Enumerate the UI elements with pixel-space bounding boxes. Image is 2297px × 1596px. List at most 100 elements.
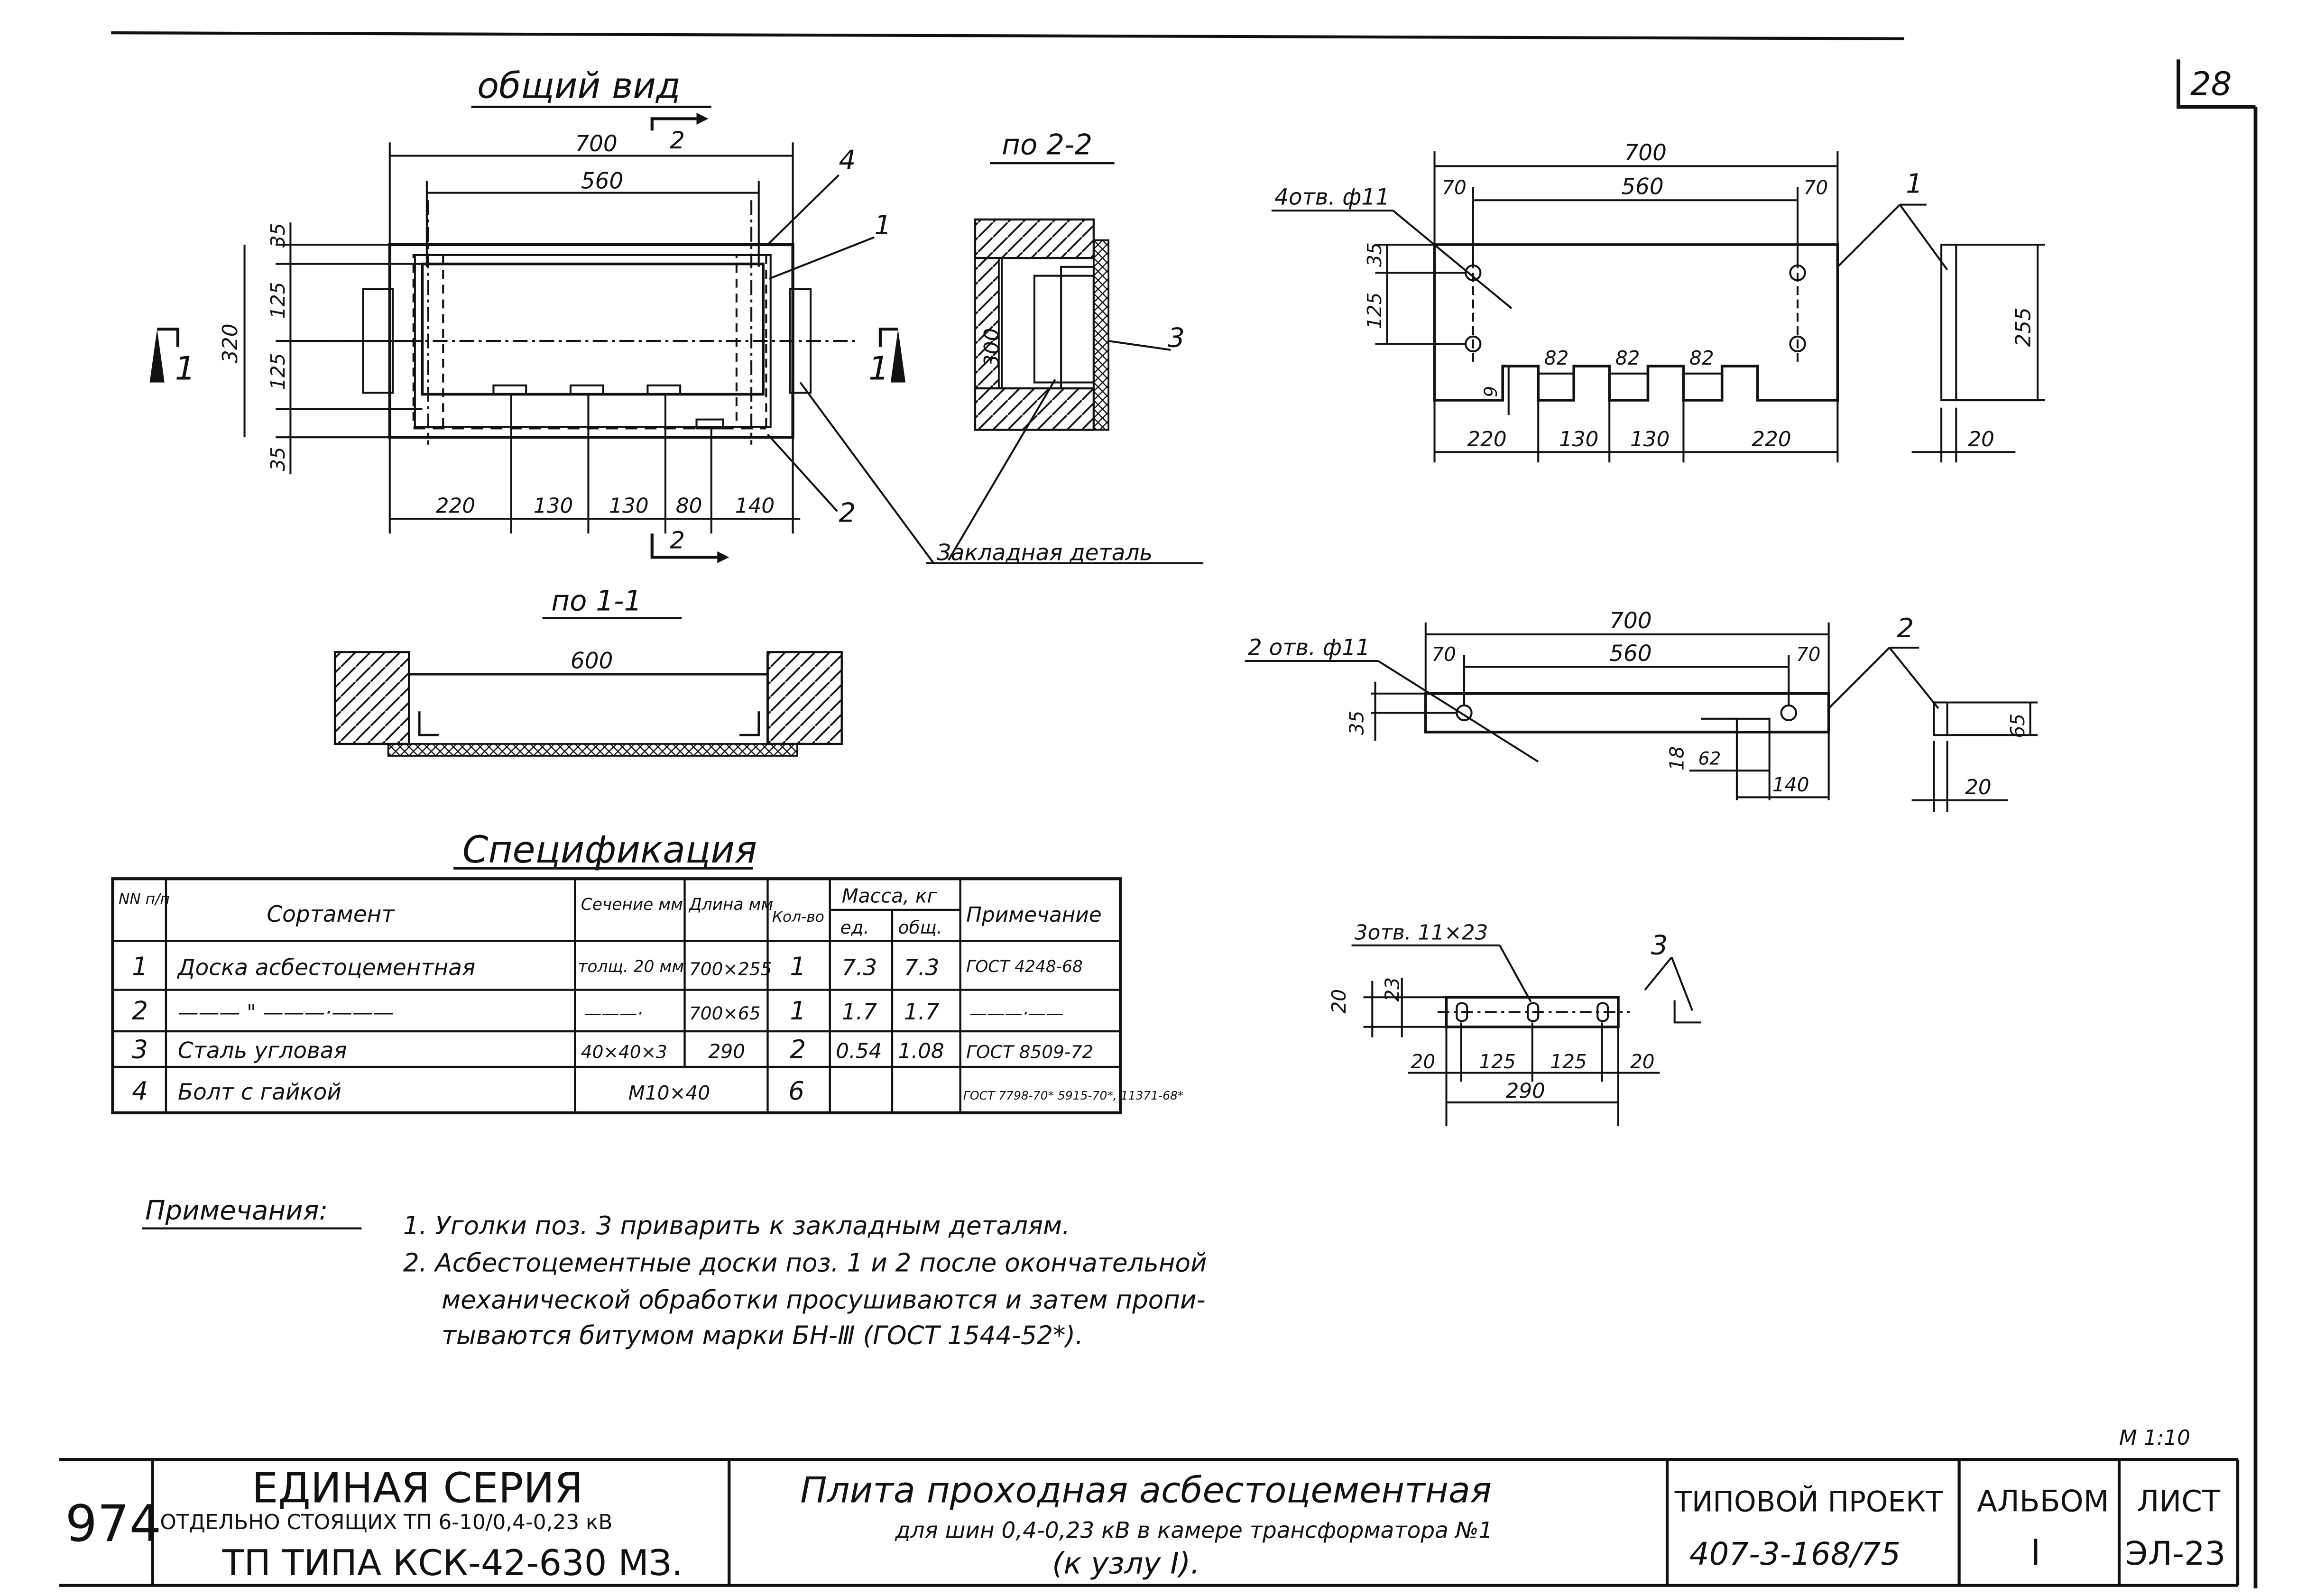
spec-header-mass-total: общ. bbox=[898, 917, 942, 938]
spec-cell-section: М10×40 bbox=[628, 1082, 710, 1104]
spec-cell-qty: 2 bbox=[790, 1035, 806, 1064]
specification: Спецификация NN п/п Сортамент Сечение мм… bbox=[111, 828, 1184, 1115]
part1-dim-560: 560 bbox=[1621, 174, 1663, 200]
spec-cell-note: ГОСТ 7798-70* 5915-70*, 11371-68* bbox=[963, 1089, 1184, 1102]
spec-cell-num: 3 bbox=[132, 1035, 148, 1064]
spec-cell-qty: 1 bbox=[790, 996, 806, 1026]
gv-dim-35-top: 35 bbox=[267, 223, 289, 248]
drawing-title: Плита проходная асбестоцементная bbox=[800, 1469, 1492, 1511]
section-2-2: по 2-2 300 3 bbox=[947, 128, 1185, 561]
note-line: 2. Асбестоцементные доски поз. 1 и 2 пос… bbox=[403, 1248, 1207, 1277]
project-label: ТИПОВОЙ ПРОЕКТ bbox=[1674, 1485, 1944, 1518]
section-1-1-dim-600: 600 bbox=[571, 649, 613, 674]
spec-cell-qty: 1 bbox=[790, 952, 806, 981]
spec-header-note: Примечание bbox=[966, 903, 1102, 927]
sheet-number: ЭЛ-23 bbox=[2125, 1535, 2226, 1573]
album-label: АЛЬБОМ bbox=[1977, 1484, 2109, 1518]
section-2-2-dim-300: 300 bbox=[980, 328, 1004, 367]
part1-dim-130-a: 130 bbox=[1559, 427, 1598, 451]
section-1-1-title: по 1-1 bbox=[551, 585, 642, 617]
part1-dim-9: 9 bbox=[1480, 386, 1501, 397]
part2-dim-62: 62 bbox=[1698, 748, 1721, 769]
part2-dim-70-right: 70 bbox=[1796, 643, 1821, 666]
note-line: механической обработки просушиваются и з… bbox=[442, 1285, 1206, 1314]
spec-header-section: Сечение мм bbox=[581, 895, 683, 914]
title-block: 974 ЕДИНАЯ СЕРИЯ ОТДЕЛЬНО СТОЯЩИХ ТП 6-1… bbox=[59, 1458, 2240, 1587]
gv-cut-mark-2-top: 2 bbox=[670, 127, 685, 154]
notes: Примечания: 1. Уголки поз. 3 приварить к… bbox=[142, 1195, 1207, 1350]
part2-dim-65: 65 bbox=[2006, 714, 2029, 738]
gv-cut-mark-1-right: 1 bbox=[868, 349, 889, 387]
spec-cell-mass-unit: 1.7 bbox=[842, 1000, 877, 1025]
part2-dim-18: 18 bbox=[1665, 746, 1688, 771]
spec-cell-num: 2 bbox=[132, 996, 148, 1026]
spec-header-num: NN п/п bbox=[119, 890, 170, 908]
drawing-subtitle: для шин 0,4-0,23 кВ в камере трансформат… bbox=[895, 1518, 1493, 1544]
part1-dim-125: 125 bbox=[1363, 293, 1386, 330]
part1-dim-82-b: 82 bbox=[1615, 347, 1640, 369]
spec-cell-note: ГОСТ 4248-68 bbox=[966, 957, 1083, 976]
part1-dim-700: 700 bbox=[1624, 140, 1666, 166]
spec-cell-name: ——— " ———·——— bbox=[178, 1000, 394, 1025]
part1-dim-70-left: 70 bbox=[1442, 176, 1467, 199]
gv-callout-1: 1 bbox=[874, 210, 891, 241]
section-2-2-title: по 2-2 bbox=[1002, 128, 1092, 161]
sheet-label: ЛИСТ bbox=[2137, 1484, 2221, 1518]
part2-dim-700: 700 bbox=[1609, 608, 1651, 634]
part3-dim-125-a: 125 bbox=[1479, 1050, 1516, 1073]
spec-cell-section: ———· bbox=[584, 1003, 643, 1024]
spec-cell-mass-total: 7.3 bbox=[904, 955, 940, 981]
spec-cell-length: 290 bbox=[709, 1040, 746, 1063]
part1-dim-35: 35 bbox=[1363, 242, 1386, 267]
part3-dim-20-right: 20 bbox=[1630, 1050, 1655, 1073]
general-view: общий вид bbox=[149, 65, 1204, 566]
part3-callout: 3 bbox=[1651, 930, 1668, 961]
spec-cell-qty: 6 bbox=[788, 1076, 804, 1106]
part3-dim-20-left: 20 bbox=[1411, 1050, 1436, 1073]
note-line: 1. Уголки поз. 3 приварить к закладным д… bbox=[403, 1211, 1070, 1240]
part2-dim-70-left: 70 bbox=[1431, 643, 1456, 666]
part1-dim-82-a: 82 bbox=[1544, 347, 1569, 369]
album-number: I bbox=[2030, 1532, 2041, 1573]
spec-row: 3 Сталь угловая 40×40×3 290 2 0.54 1.08 … bbox=[132, 1035, 1093, 1064]
spec-title: Спецификация bbox=[462, 828, 757, 871]
spec-cell-num: 1 bbox=[132, 952, 148, 981]
series-subtitle: ОТДЕЛЬНО СТОЯЩИХ ТП 6-10/0,4-0,23 кВ bbox=[160, 1510, 612, 1534]
sheet-frame bbox=[111, 31, 2258, 1588]
spec-row: 2 ——— " ———·——— ———· 700×65 1 1.7 1.7 ——… bbox=[132, 996, 1064, 1026]
part3-dim-23: 23 bbox=[1381, 977, 1404, 1002]
part-2-detail: 2 отв. ф11 700 560 70 70 35 18 62 140 65… bbox=[1245, 608, 2038, 812]
spec-cell-num: 4 bbox=[132, 1076, 148, 1106]
general-view-title: общий вид bbox=[477, 65, 681, 107]
spec-cell-length: 700×255 bbox=[689, 958, 772, 979]
section-2-2-callout-3: 3 bbox=[1168, 323, 1185, 354]
part2-dim-35: 35 bbox=[1346, 711, 1368, 735]
part2-holes-label: 2 отв. ф11 bbox=[1248, 635, 1370, 660]
part1-dim-220-right: 220 bbox=[1752, 427, 1791, 451]
part2-callout: 2 bbox=[1897, 613, 1914, 644]
gv-cut-mark-1-left: 1 bbox=[175, 349, 196, 387]
spec-cell-mass-unit: 0.54 bbox=[836, 1039, 882, 1063]
part2-dim-560: 560 bbox=[1609, 641, 1651, 667]
gv-callout-2: 2 bbox=[839, 497, 856, 528]
spec-cell-note: ———·—— bbox=[969, 1003, 1063, 1024]
gv-dim-220: 220 bbox=[436, 494, 475, 518]
spec-cell-length: 700×65 bbox=[689, 1003, 761, 1024]
part3-dim-290: 290 bbox=[1506, 1079, 1545, 1103]
spec-header-mass: Масса, кг bbox=[842, 884, 938, 907]
gv-dim-560: 560 bbox=[581, 168, 623, 194]
drawing-node: (к узлу I). bbox=[1052, 1546, 1200, 1581]
spec-cell-mass-total: 1.08 bbox=[898, 1039, 944, 1063]
part1-dim-255: 255 bbox=[2011, 307, 2036, 347]
gv-dim-125-b: 125 bbox=[267, 353, 289, 390]
spec-row: 1 Доска асбестоцементная толщ. 20 мм 700… bbox=[132, 952, 1083, 981]
gv-callout-4: 4 bbox=[839, 145, 856, 176]
spec-cell-section: толщ. 20 мм bbox=[578, 957, 684, 976]
section-1-1: по 1-1 600 bbox=[333, 585, 843, 757]
gv-dim-125-a: 125 bbox=[267, 282, 289, 319]
series-type: ТП ТИПА КСК-42-630 МЗ. bbox=[222, 1542, 683, 1584]
part3-dim-125-b: 125 bbox=[1550, 1050, 1587, 1073]
series-title: ЕДИНАЯ СЕРИЯ bbox=[252, 1464, 583, 1513]
spec-cell-name: Доска асбестоцементная bbox=[177, 955, 475, 981]
